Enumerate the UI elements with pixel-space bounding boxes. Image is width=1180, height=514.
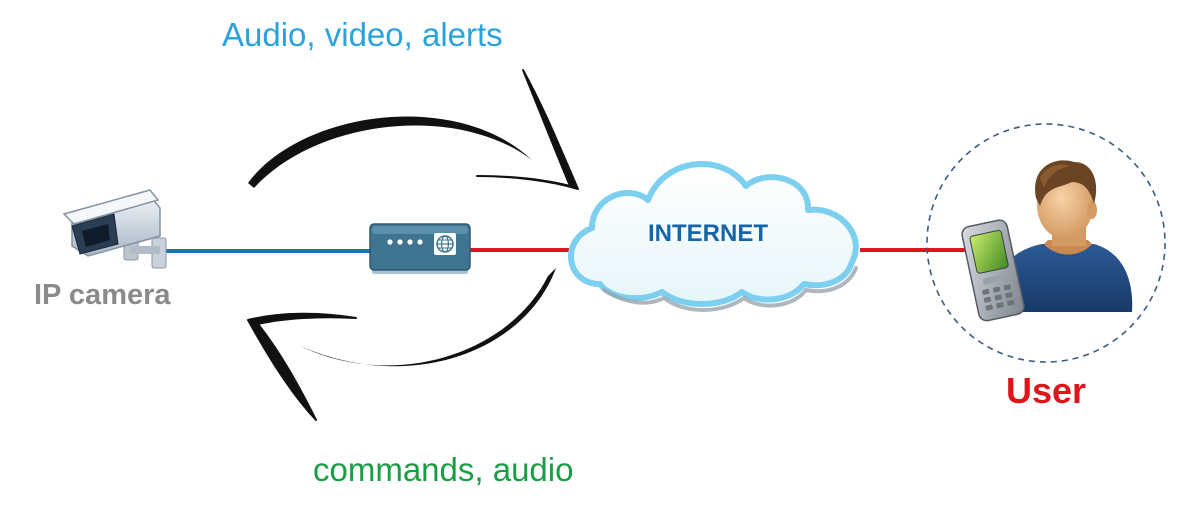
router-icon xyxy=(369,223,471,274)
cloud-label: INTERNET xyxy=(648,220,768,247)
camera-label: IP camera xyxy=(34,279,171,311)
bottom-flow-label: commands, audio xyxy=(313,451,574,488)
cloud-icon xyxy=(567,161,859,312)
curved-arrow-left-icon xyxy=(247,268,556,421)
user-circle xyxy=(926,123,1166,363)
user-with-phone-icon xyxy=(961,160,1133,322)
curved-arrow-right-icon xyxy=(248,69,579,190)
security-camera-icon xyxy=(62,189,167,269)
user-label: User xyxy=(1006,370,1087,411)
top-flow-label: Audio, video, alerts xyxy=(222,16,503,53)
